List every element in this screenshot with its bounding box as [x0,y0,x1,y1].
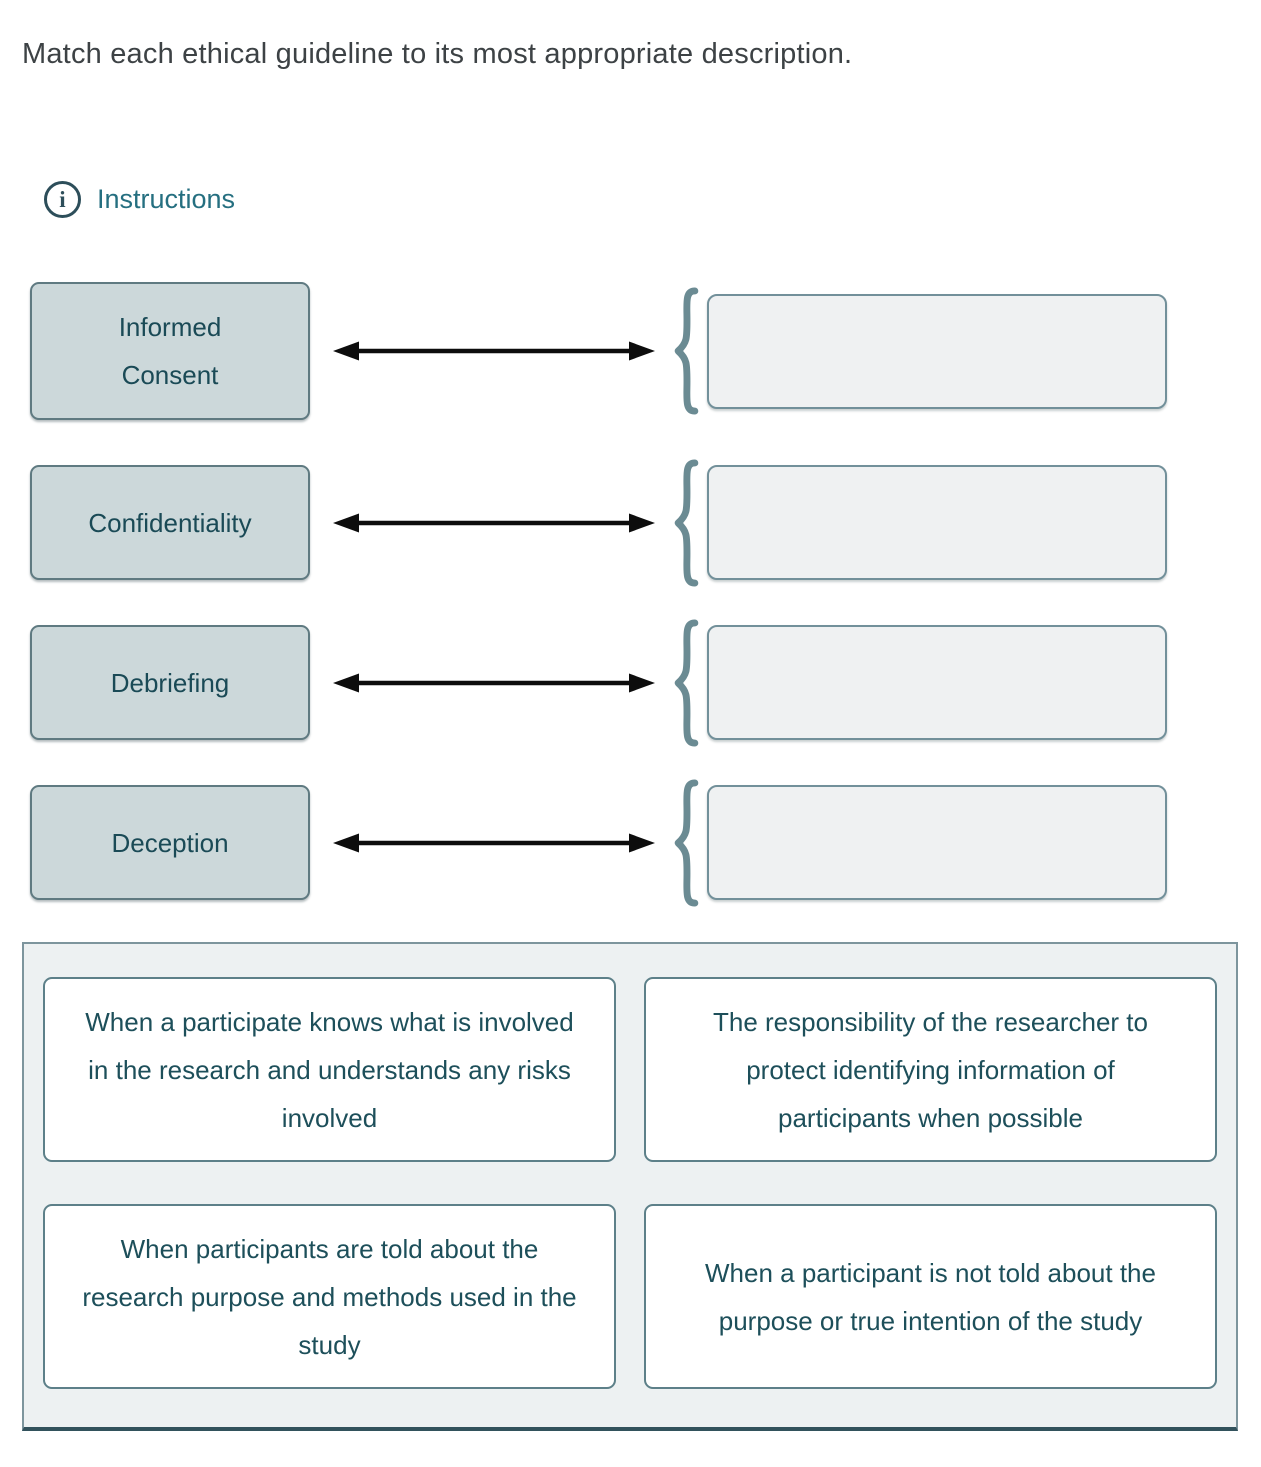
term-label: Deception [111,827,229,858]
match-row-debriefing: Debriefing [0,618,1261,747]
instructions-label: Instructions [97,184,236,214]
term-label: Informed Consent [118,312,222,390]
matching-area: Informed Consent Confidentiality Debrief… [0,282,1261,907]
answer-card[interactable]: When a participant is not told about the… [644,1204,1217,1389]
instructions-link[interactable]: i Instructions [44,181,235,218]
info-icon: i [44,181,81,218]
term-confidentiality[interactable]: Confidentiality [30,465,310,580]
drop-zone-informed-consent[interactable] [707,293,1167,409]
drop-zone-deception[interactable] [707,785,1167,900]
answer-card[interactable]: The responsibility of the researcher to … [644,977,1217,1162]
left-brace-icon [674,778,699,907]
term-label: Debriefing [110,667,230,698]
term-debriefing[interactable]: Debriefing [30,625,310,740]
drop-zone-debriefing[interactable] [707,625,1167,740]
left-brace-icon [674,618,699,747]
double-arrow-icon [333,673,655,692]
double-arrow-icon [333,833,655,852]
double-arrow-icon [333,341,655,361]
answer-card[interactable]: When a participate knows what is involve… [43,977,616,1162]
match-row-confidentiality: Confidentiality [0,458,1261,587]
term-deception[interactable]: Deception [30,785,310,900]
left-brace-icon [674,287,699,415]
match-row-informed-consent: Informed Consent [0,282,1261,420]
term-informed-consent[interactable]: Informed Consent [30,282,310,420]
match-row-deception: Deception [0,778,1261,907]
page-title: Match each ethical guideline to its most… [22,38,853,70]
term-label: Confidentiality [88,507,252,538]
answer-card[interactable]: When participants are told about the res… [43,1204,616,1389]
answer-bank-panel: When a participate knows what is involve… [22,942,1238,1431]
double-arrow-icon [333,513,655,532]
drop-zone-confidentiality[interactable] [707,465,1167,580]
left-brace-icon [674,458,699,587]
